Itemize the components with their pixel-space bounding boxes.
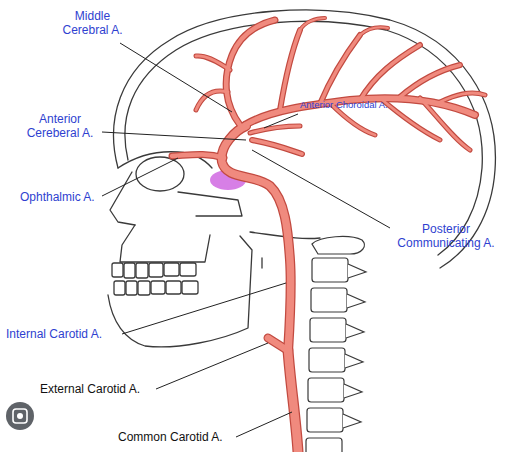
artery-branch: [440, 93, 485, 102]
artery-edge: [300, 18, 325, 30]
part-label: External Carotid A.: [40, 382, 140, 396]
common-carotid-artery: [288, 350, 298, 452]
internal-carotid-artery: [222, 126, 291, 352]
part-label: Middle Cerebral A.: [55, 9, 130, 38]
tooth: [182, 281, 198, 294]
part-label: Anterior Cereberal A.: [18, 112, 102, 141]
leader-line: [264, 114, 298, 128]
leader-line: [120, 43, 232, 112]
artery-edge: [320, 35, 360, 104]
tooth: [164, 263, 179, 276]
vertebra: [307, 408, 343, 432]
posterior-communicating-artery: [252, 140, 302, 154]
leader-line: [122, 283, 286, 334]
artery-branch: [360, 27, 388, 35]
tooth: [166, 281, 181, 294]
tooth: [151, 281, 165, 294]
artery-edge: [226, 20, 275, 125]
artery-edge: [250, 126, 300, 133]
leader-lines: [102, 43, 390, 437]
tooth: [114, 281, 125, 295]
tooth: [112, 263, 123, 277]
artery-edge: [400, 65, 460, 97]
spinous-process: [346, 324, 364, 338]
mandible: [108, 236, 252, 347]
vertebra: [306, 438, 342, 452]
ear-mark: [261, 258, 262, 268]
artery-branch: [420, 98, 470, 150]
cranium-inner: [125, 21, 482, 255]
artery-branch: [196, 56, 230, 70]
vertebra: [310, 318, 346, 342]
tooth: [180, 263, 196, 276]
atlas: [312, 237, 364, 254]
icon-frame: [13, 409, 27, 423]
tooth: [126, 281, 137, 295]
artery-branch: [360, 45, 420, 100]
vertebra: [312, 258, 348, 282]
anterior-choroidal-artery: [250, 126, 300, 133]
spinous-process: [347, 294, 365, 308]
artery-branch: [300, 18, 325, 30]
leader-line: [236, 412, 292, 437]
maxilla: [120, 225, 210, 262]
part-label: Internal Carotid A.: [6, 327, 102, 341]
artery-edge: [288, 350, 298, 452]
tooth: [136, 263, 148, 278]
artery-edge: [360, 27, 388, 35]
spinous-process: [345, 354, 363, 368]
skull-outline: [108, 10, 495, 347]
tooth: [149, 263, 163, 277]
artery-edge: [172, 154, 224, 158]
spinous-process: [343, 414, 361, 428]
part-label: Anterior Choroidal A.: [300, 99, 388, 110]
upper-teeth: [112, 263, 196, 278]
lower-teeth: [114, 281, 198, 295]
part-label: Ophthalmic A.: [20, 190, 95, 204]
artery-edge: [252, 140, 302, 154]
part-label: Posterior Communicating A.: [385, 222, 507, 251]
leader-line: [102, 158, 178, 196]
artery-branch: [320, 35, 360, 104]
artery-branch: [400, 65, 460, 97]
cervical-spine: [306, 237, 366, 452]
leader-line: [252, 150, 390, 228]
artery-edge: [222, 126, 291, 352]
nasal-bone: [110, 172, 135, 225]
tooth: [124, 263, 135, 278]
vertebra: [311, 288, 347, 312]
lens-icon: [6, 402, 34, 430]
zygomatic-arch: [178, 192, 242, 216]
vertebra: [309, 348, 345, 372]
artery-edge: [196, 56, 230, 70]
spinous-process: [344, 384, 362, 398]
leader-line: [102, 132, 246, 140]
ophthalmic-artery: [172, 154, 224, 158]
artery-branch: [280, 30, 300, 110]
spinous-process: [348, 264, 366, 278]
anterior-cerebral-artery: [226, 20, 275, 125]
part-label: Common Carotid A.: [118, 430, 223, 444]
icon-ground: [6, 402, 34, 430]
artery-edge: [280, 30, 300, 110]
external-carotid-artery: [268, 338, 287, 350]
orbit: [136, 157, 184, 191]
leader-line: [156, 343, 268, 389]
artery-branch: [380, 98, 440, 140]
vertebra: [308, 378, 344, 402]
tooth: [138, 281, 150, 295]
icon-dot: [17, 413, 23, 419]
artery-edge: [440, 93, 485, 102]
